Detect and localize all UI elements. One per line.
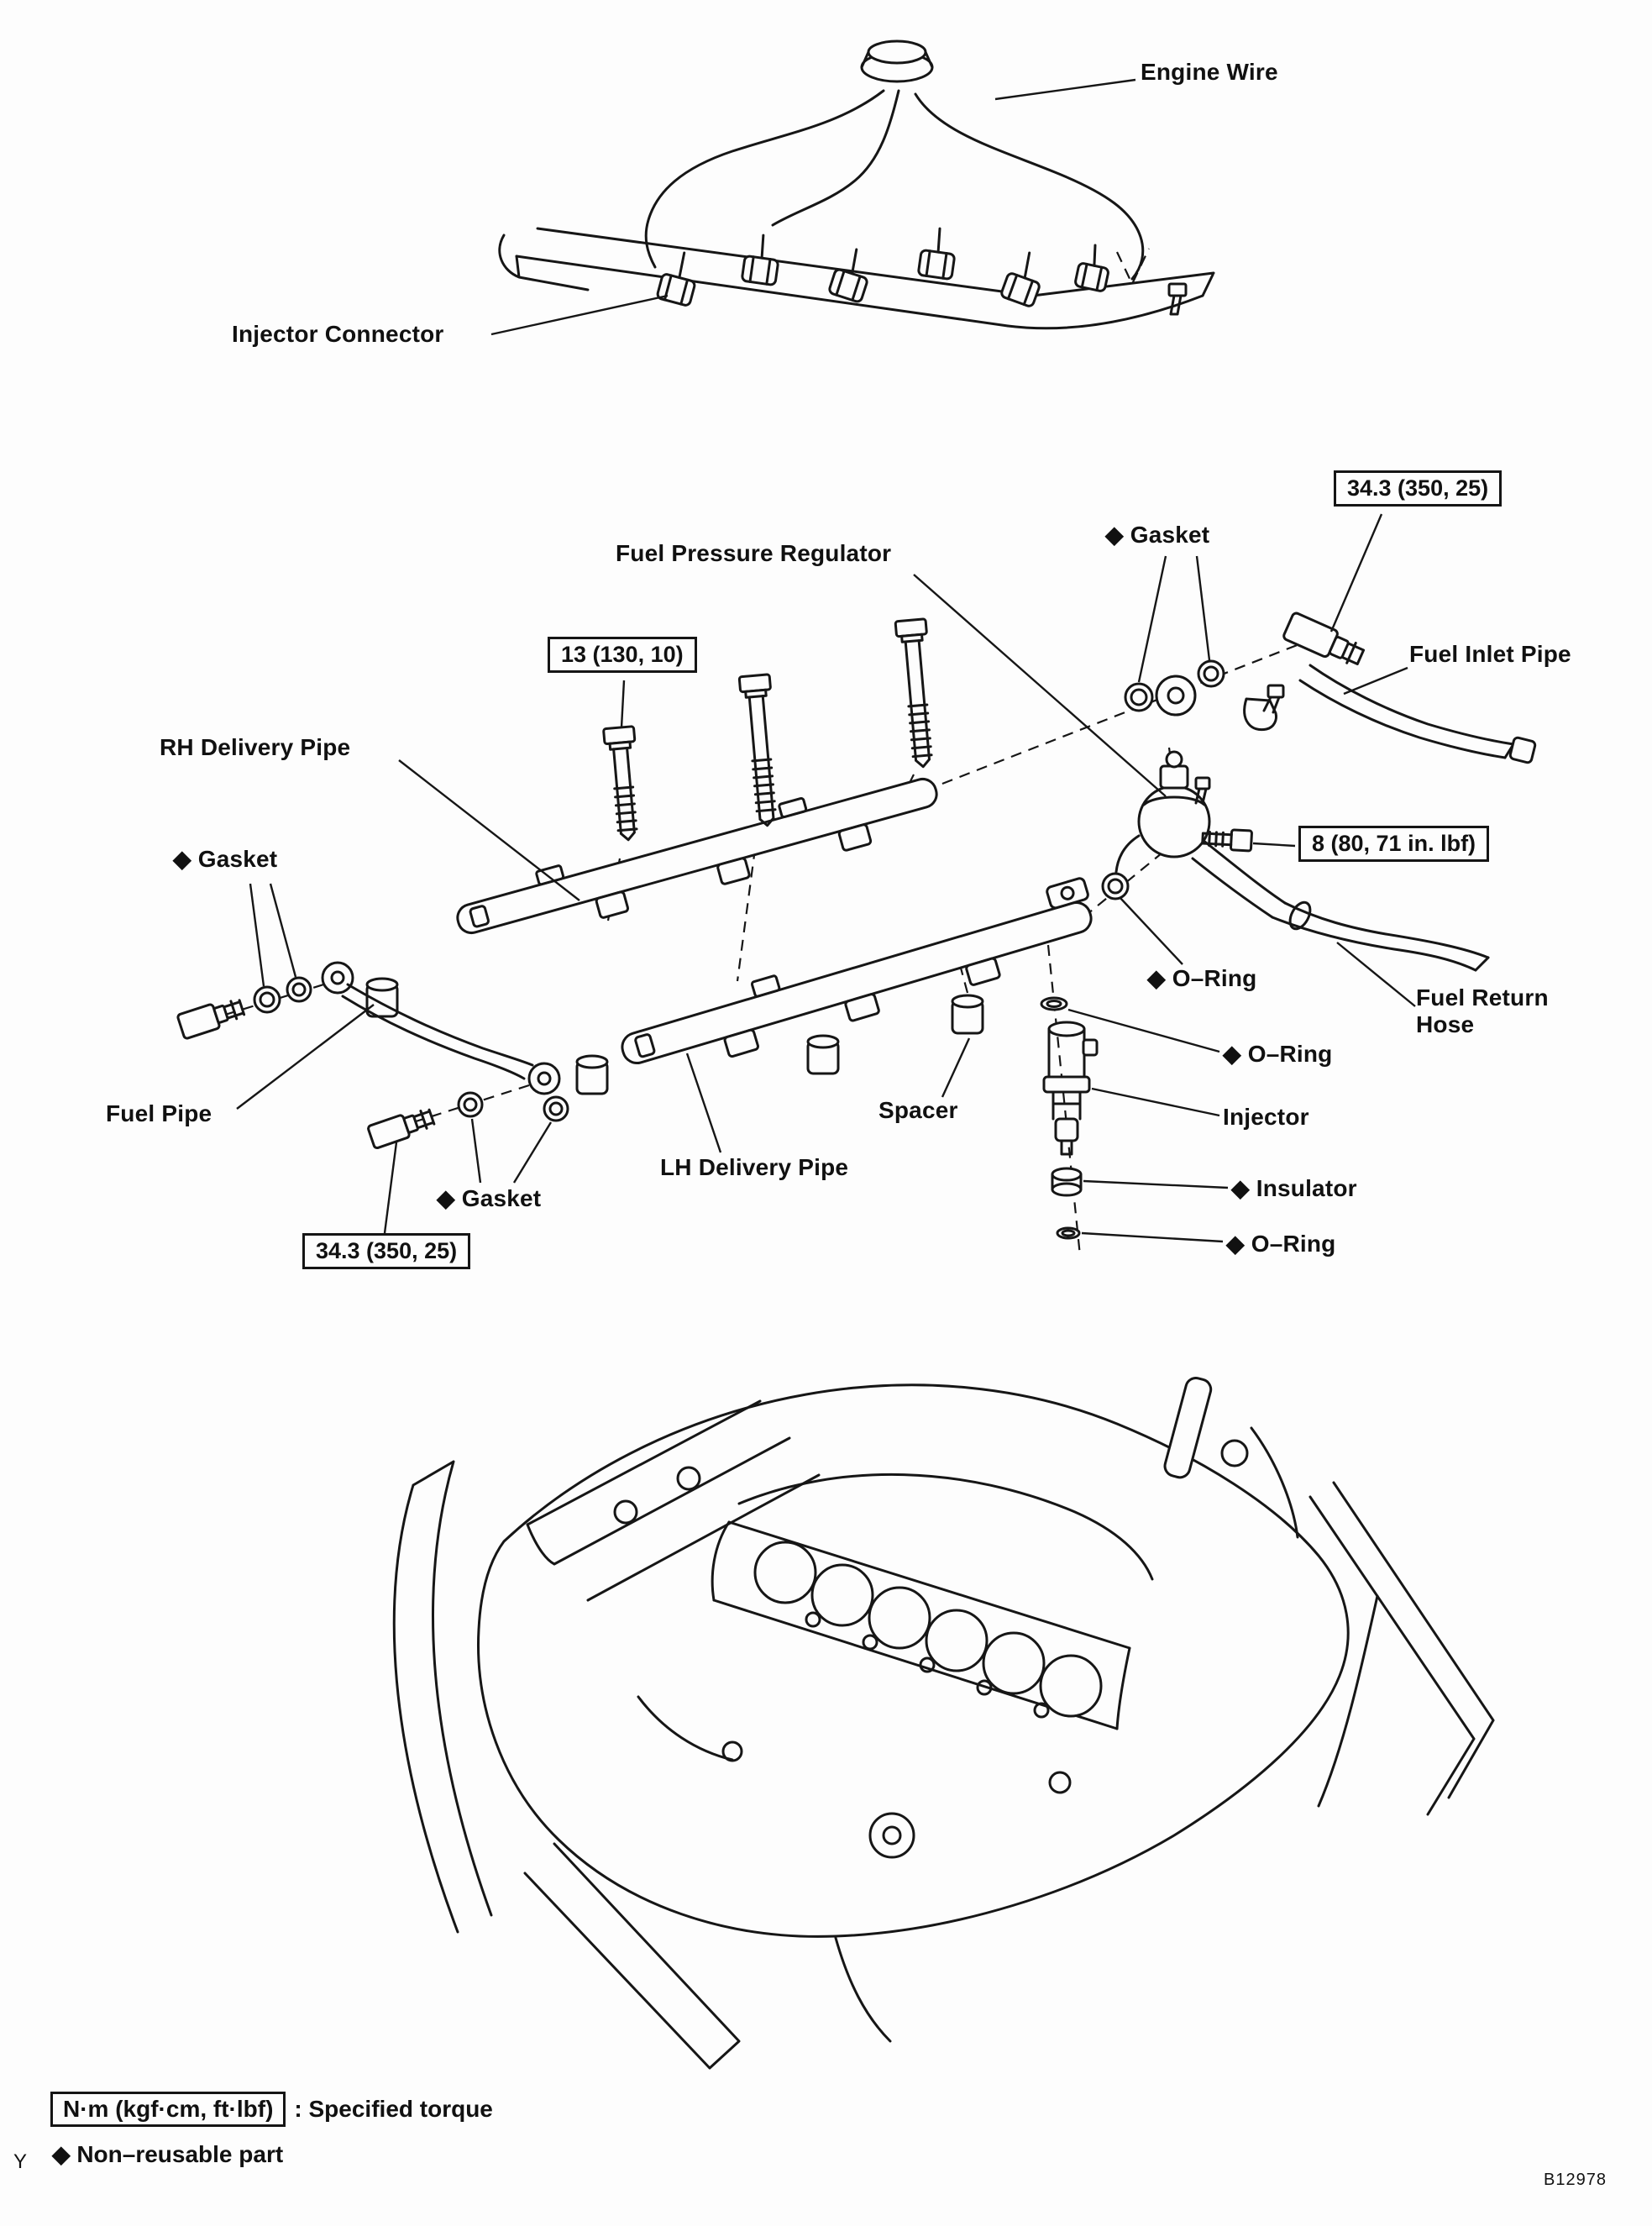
callout-rh-delivery-pipe: RH Delivery Pipe [160, 734, 351, 760]
callout-insulator: ◆ Insulator [1231, 1175, 1357, 1201]
torque-box-fuel-pipe-union: 34.3 (350, 25) [302, 1233, 471, 1269]
page-corner-mark: Y [13, 2150, 28, 2173]
injector-art [1040, 996, 1099, 1240]
torque-box-delivery-bolts: 13 (130, 10) [548, 637, 697, 673]
callout-o-ring-injector-top: ◆ O–Ring [1223, 1041, 1333, 1067]
callout-gasket-left: ◆ Gasket [173, 846, 278, 872]
torque-legend: N·m (kgf·cm, ft·lbf) : Specified torque [50, 2092, 493, 2127]
callout-o-ring-regulator: ◆ O–Ring [1147, 965, 1257, 991]
callout-fuel-inlet-pipe: Fuel Inlet Pipe [1409, 641, 1571, 667]
non-reusable-legend: ◆ Non–reusable part [52, 2141, 284, 2167]
rh-delivery-pipe-art [456, 777, 938, 935]
callout-injector-connector: Injector Connector [232, 321, 444, 347]
callout-fuel-return-hose-line2: Hose [1416, 1011, 1475, 1037]
figure-code: B12978 [1544, 2171, 1607, 2189]
torque-note: : Specified torque [294, 2096, 493, 2122]
fuel-pressure-regulator-art [1114, 750, 1287, 919]
spacer-art [365, 977, 984, 1095]
callout-gasket-lower-left: ◆ Gasket [437, 1185, 542, 1211]
engine-block-art [392, 1377, 1495, 2070]
callout-fuel-return-hose: Fuel Return Hose [1416, 984, 1549, 1038]
callout-fuel-return-hose-line1: Fuel Return [1416, 984, 1549, 1011]
torque-units-box: N·m (kgf·cm, ft·lbf) [50, 2092, 286, 2127]
callout-fuel-pipe: Fuel Pipe [106, 1100, 212, 1126]
callout-fuel-pressure-regulator: Fuel Pressure Regulator [616, 540, 892, 566]
engine-wire-harness-art [498, 39, 1215, 330]
torque-box-inlet-union: 34.3 (350, 25) [1334, 470, 1503, 507]
torque-box-regulator-bolt: 8 (80, 71 in. lbf) [1298, 826, 1490, 862]
fuel-return-hose-art [1271, 900, 1490, 972]
callout-injector: Injector [1223, 1104, 1309, 1130]
callout-gasket-upper-right: ◆ Gasket [1105, 522, 1210, 548]
leader-lines [236, 78, 1416, 1243]
lh-delivery-pipe-art [621, 877, 1093, 1064]
regulator-bolt-art [1201, 828, 1253, 853]
o-ring-regulator-art [1101, 872, 1130, 900]
fuel-inlet-pipe-art [1194, 612, 1537, 805]
delivery-pipe-bolt-art [602, 617, 933, 842]
callout-spacer: Spacer [878, 1097, 958, 1123]
callout-o-ring-injector-bottom: ◆ O–Ring [1226, 1231, 1336, 1257]
callout-lh-delivery-pipe: LH Delivery Pipe [660, 1154, 849, 1180]
fuel-pipe-art [176, 961, 569, 1150]
callout-engine-wire: Engine Wire [1141, 59, 1278, 85]
gasket-upper-right-art [1124, 659, 1225, 717]
